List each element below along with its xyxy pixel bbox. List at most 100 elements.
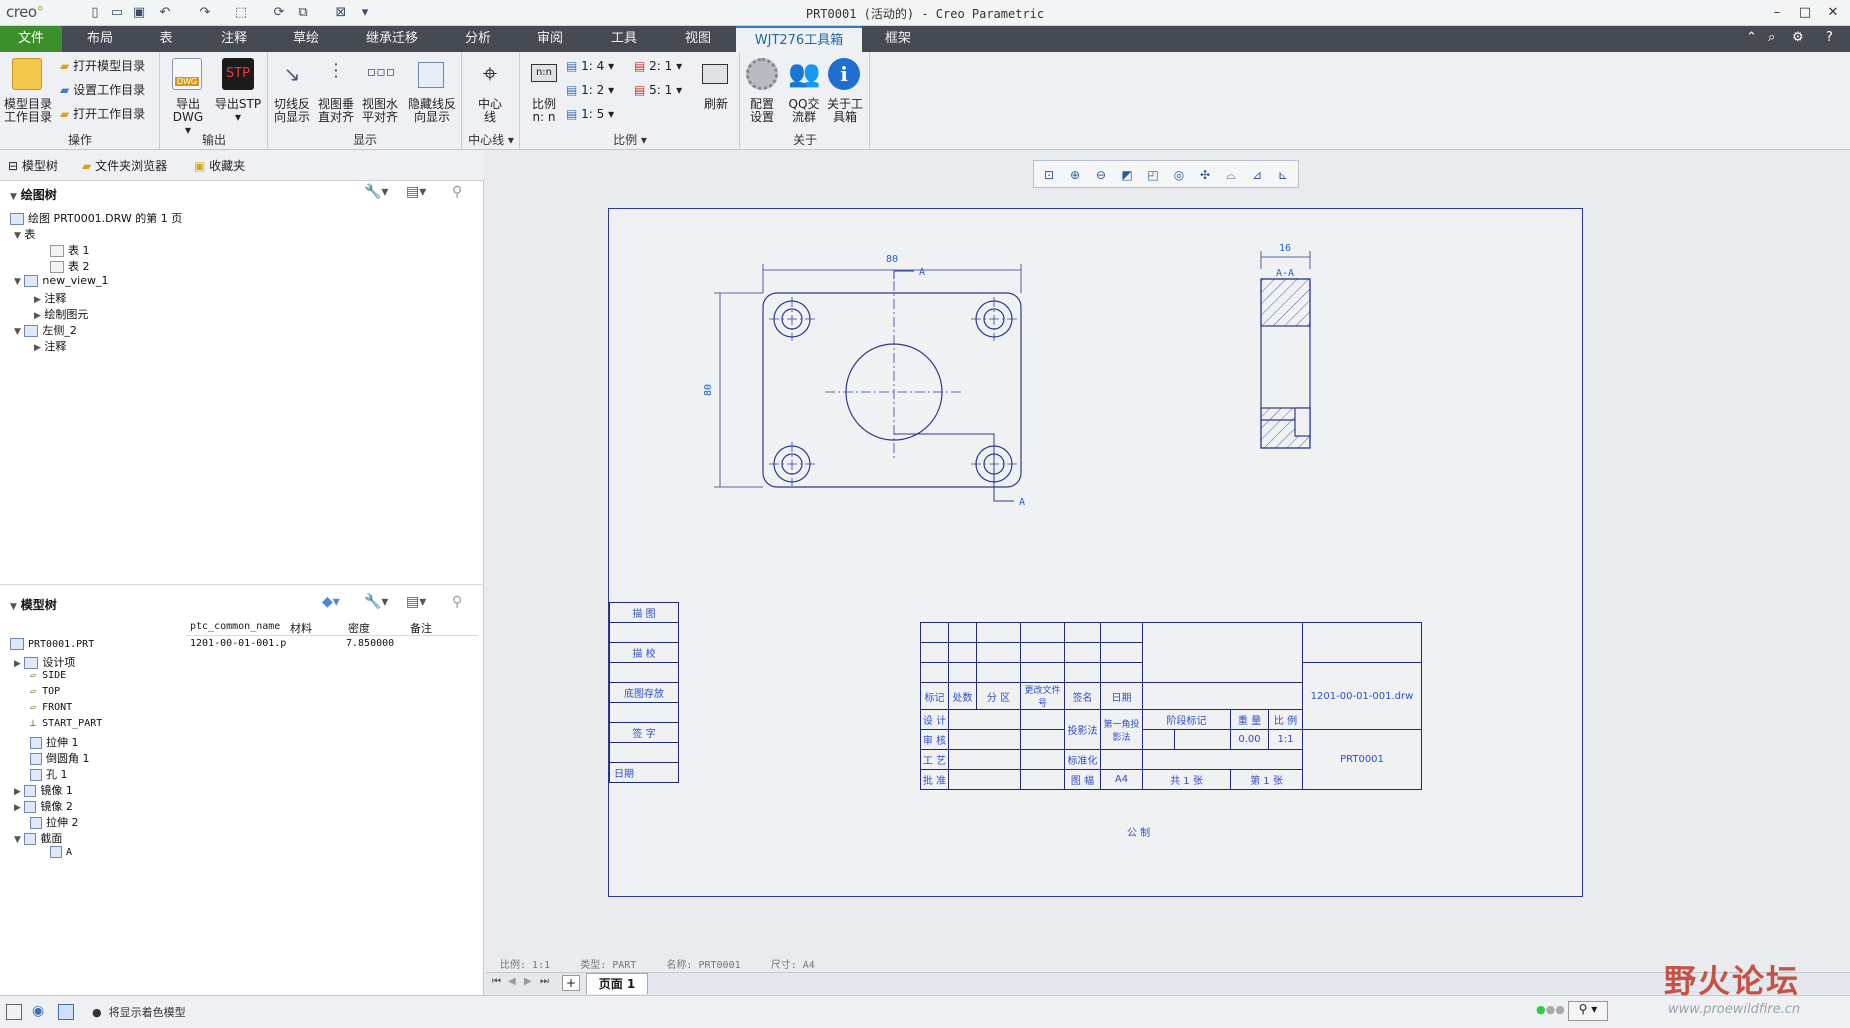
scale-2-1-button[interactable]: ▤ 2: 1 ▾	[634, 59, 683, 73]
drawing-tree-header[interactable]: ▼ 绘图树	[10, 188, 57, 202]
dimension-thickness[interactable]: 16	[1279, 243, 1291, 254]
refresh-button[interactable]: 刷新	[703, 97, 728, 111]
column-common-name[interactable]: ptc_common_name	[190, 621, 281, 632]
tree-filter-icon[interactable]: ⚲	[452, 594, 463, 610]
page-tab-1[interactable]: 页面 1	[586, 973, 648, 994]
page-nav-first-icon[interactable]: ⏮	[492, 976, 501, 987]
plane-display-icon[interactable]: ⌓	[1226, 168, 1236, 182]
tab-file[interactable]: 文件	[0, 26, 62, 52]
tree-item-top-plane[interactable]: ▱ TOP	[30, 686, 61, 697]
tab-folder-browser[interactable]: ▰ 文件夹浏览器	[82, 159, 168, 173]
tree-settings-icon[interactable]: 🔧▾	[364, 184, 389, 200]
front-view[interactable]	[762, 292, 1022, 488]
about-toolbox-button[interactable]: 关于工具箱	[826, 97, 863, 124]
dimension-width[interactable]: 80	[886, 254, 898, 265]
scale-1-4-button[interactable]: ▤ 1: 4 ▾	[566, 59, 615, 73]
tree-item-draft-entities[interactable]: ▶ 绘制图元	[34, 308, 89, 321]
hidden-line-icon[interactable]	[418, 62, 444, 88]
tree-item-front-plane[interactable]: ▱ FRONT	[30, 702, 73, 713]
model-dir-button[interactable]: 模型目录工作目录	[3, 97, 52, 124]
tree-item-tables[interactable]: ▼ 表	[14, 228, 36, 241]
refresh-icon[interactable]	[702, 64, 728, 84]
tree-item-annotations[interactable]: ▶ 注释	[34, 292, 67, 305]
undo-icon[interactable]: ↶	[159, 5, 171, 20]
dwg-icon[interactable]: DWG	[172, 58, 202, 90]
full-screen-icon[interactable]	[58, 1004, 74, 1020]
tab-layout[interactable]: 布局	[86, 31, 113, 46]
tree-item-table-1[interactable]: 表 1	[50, 242, 90, 258]
add-page-icon[interactable]: +	[562, 975, 580, 991]
regenerate-icon[interactable]: ⟳	[273, 5, 285, 20]
point-display-icon[interactable]: ⊾	[1277, 168, 1289, 182]
axis-display-icon[interactable]: ⊿	[1251, 168, 1263, 182]
open-model-dir-button[interactable]: ▰ 打开模型目录	[60, 59, 146, 73]
dimension-height[interactable]: 80	[703, 384, 714, 396]
tab-sketch[interactable]: 草绘	[292, 31, 319, 46]
windows-icon[interactable]: ⧉	[298, 5, 308, 20]
page-nav-prev-icon[interactable]: ◀	[508, 976, 516, 987]
tree-columns-icon[interactable]: ▤▾	[406, 184, 427, 200]
set-work-dir-button[interactable]: ▰ 设置工作目录	[60, 83, 146, 97]
zoom-in-icon[interactable]: ⊕	[1069, 168, 1081, 182]
tree-item-mirror-2[interactable]: ▶ 镜像 2	[14, 800, 73, 813]
open-work-dir-button[interactable]: ▰ 打开工作目录	[60, 107, 146, 121]
config-gear-icon[interactable]	[746, 58, 778, 90]
tree-settings-icon[interactable]: 🔧▾	[364, 594, 389, 610]
tree-item-round-1[interactable]: 倒圆角 1	[30, 750, 90, 766]
column-density[interactable]: 密度	[348, 622, 370, 635]
column-notes[interactable]: 备注	[410, 622, 432, 635]
tree-columns-icon[interactable]: ▤▾	[406, 594, 427, 610]
view-horizontal-align-button[interactable]: 视图水平对齐	[361, 97, 398, 124]
tree-item-hole-1[interactable]: 孔 1	[30, 766, 68, 782]
tab-wjt276-toolbox[interactable]: WJT276工具箱	[736, 26, 862, 52]
export-stp-button[interactable]: 导出STP▾	[214, 97, 262, 124]
tree-item-drawing-sheet[interactable]: 绘图 PRT0001.DRW 的第 1 页	[10, 210, 182, 226]
tab-tools[interactable]: 工具	[610, 31, 637, 46]
vertical-align-icon[interactable]: ⋮	[327, 60, 345, 81]
section-view-a-a[interactable]	[1260, 278, 1311, 449]
page-nav-last-icon[interactable]: ⏭	[540, 976, 549, 987]
close-window-icon[interactable]: ⊠	[335, 5, 347, 20]
ribbon-options-icon[interactable]: ⚙	[1792, 30, 1804, 45]
display-style-icon[interactable]: ◰	[1147, 168, 1159, 182]
tree-item-part[interactable]: PRT0001.PRT	[10, 638, 94, 650]
maximize-button[interactable]: □	[1798, 5, 1812, 20]
tree-item-sections[interactable]: ▼ 截面	[14, 832, 63, 845]
hidden-line-reverse-button[interactable]: 隐藏线反向显示	[407, 97, 456, 124]
scale-1-2-button[interactable]: ▤ 1: 2 ▾	[566, 83, 615, 97]
tab-annotate[interactable]: 注释	[220, 31, 247, 46]
tab-review[interactable]: 审阅	[536, 31, 563, 46]
group-label-scale[interactable]: 比例 ▾	[613, 133, 647, 147]
qq-group-button[interactable]: QQ交流群	[788, 97, 820, 124]
repaint-icon[interactable]: ◩	[1121, 168, 1133, 182]
save-icon[interactable]: ▣	[132, 5, 146, 20]
scale-nn-icon[interactable]: n:n	[531, 64, 557, 82]
minimize-button[interactable]: –	[1773, 5, 1781, 20]
scale-1-5-button[interactable]: ▤ 1: 5 ▾	[566, 107, 615, 121]
collapse-ribbon-icon[interactable]: ⌃	[1746, 30, 1757, 45]
zoom-out-icon[interactable]: ⊖	[1095, 168, 1107, 182]
show-browser-icon[interactable]: ◉	[32, 1003, 45, 1019]
tree-item-extrude-2[interactable]: 拉伸 2	[30, 814, 79, 830]
scale-5-1-button[interactable]: ▤ 5: 1 ▾	[634, 83, 683, 97]
tree-item-section-a[interactable]: A	[50, 846, 72, 858]
show-navigator-icon[interactable]	[6, 1004, 22, 1020]
help-icon[interactable]: ?	[1826, 30, 1833, 45]
model-tree-header[interactable]: ▼ 模型树	[10, 598, 57, 612]
tree-item-extrude-1[interactable]: 拉伸 1	[30, 734, 79, 750]
tree-item-mirror-1[interactable]: ▶ 镜像 1	[14, 784, 73, 797]
centerline-button[interactable]: 中心线	[477, 97, 502, 124]
tree-item-new-view-1[interactable]: ▼ new_view_1	[14, 274, 109, 287]
tree-item-left-2[interactable]: ▼ 左侧_2	[14, 324, 77, 337]
tree-item-start-part[interactable]: ⊥ START_PART	[30, 718, 103, 729]
tree-item-design-items[interactable]: ▶ 设计项	[14, 656, 76, 669]
tree-filter-icon[interactable]: ⚲	[452, 184, 463, 200]
tree-item-annotations-2[interactable]: ▶ 注释	[34, 340, 67, 353]
saved-views-icon[interactable]: ◎	[1173, 168, 1185, 182]
tab-analysis[interactable]: 分析	[464, 31, 491, 46]
find-icon[interactable]: ⚲ ▾	[1568, 1001, 1608, 1021]
close-button[interactable]: ✕	[1827, 5, 1839, 20]
page-nav-next-icon[interactable]: ▶	[524, 976, 532, 987]
drawing-sheet[interactable]: 80 80 A A 16 A-A 描 图 描 校 底图存放 签 字 日期	[608, 208, 1583, 897]
